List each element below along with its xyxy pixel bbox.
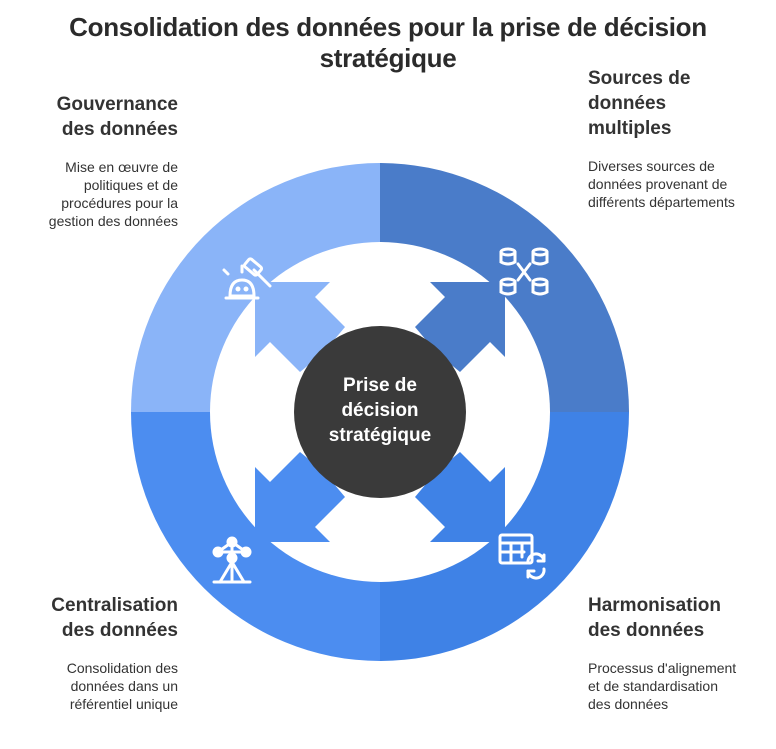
table-sync-icon xyxy=(498,533,546,580)
center-label: Prise de décision stratégique xyxy=(328,375,432,446)
label-centralisation: Centralisation des données Consolidation… xyxy=(30,593,178,713)
label-gouvernance: Gouvernance des données Mise en œuvre de… xyxy=(30,92,178,230)
label-harmonisation: Harmonisation des données Processus d'al… xyxy=(588,593,738,713)
database-merge-icon xyxy=(499,247,549,296)
harmonisation-description: Processus d'alignement et de standardisa… xyxy=(588,660,737,712)
gouvernance-title: Gouvernance des données xyxy=(56,94,178,140)
gouvernance-description: Mise en œuvre de politiques et de procéd… xyxy=(48,159,178,229)
diagram-title: Consolidation des données pour la prise … xyxy=(69,12,707,73)
label-sources: Sources de données multiples Diverses so… xyxy=(588,66,738,211)
arrows xyxy=(255,282,505,542)
sources-description: Diverses sources de données provenant de… xyxy=(588,158,735,210)
harmonisation-title: Harmonisation des données xyxy=(588,595,722,641)
atomium-icon xyxy=(212,536,252,584)
centralisation-description: Consolidation des données dans un référe… xyxy=(66,660,178,712)
center-circle xyxy=(294,326,466,498)
centralisation-title: Centralisation des données xyxy=(51,595,178,641)
sources-title: Sources de données multiples xyxy=(588,68,691,139)
gavel-icon xyxy=(222,257,272,300)
